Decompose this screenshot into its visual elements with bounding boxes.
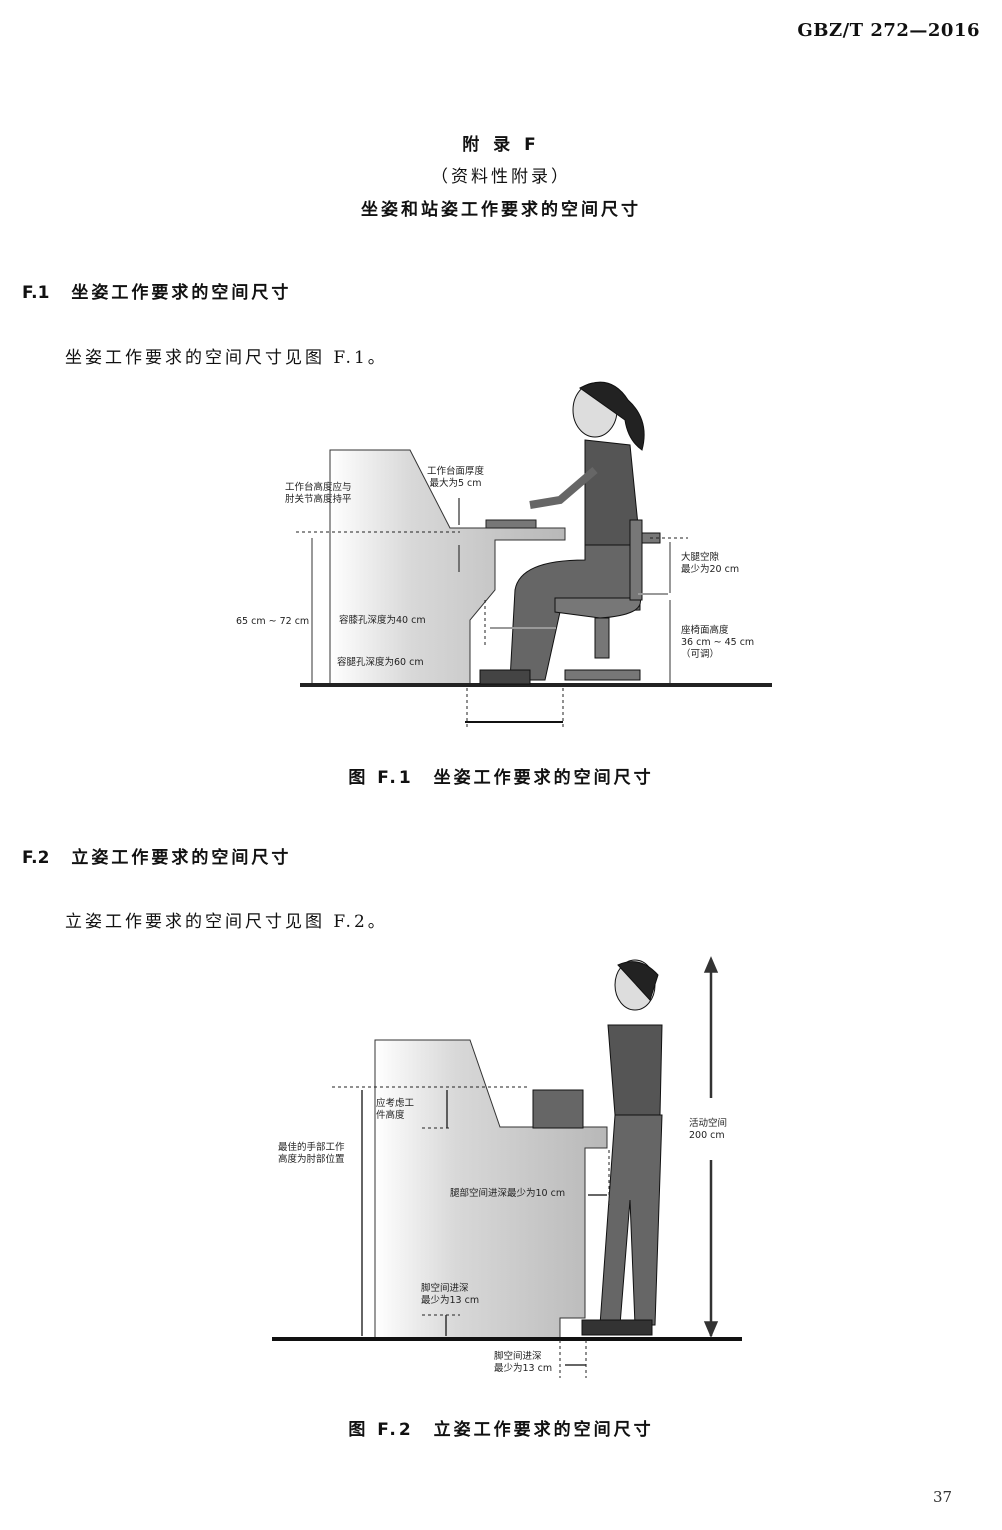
page-number: 37: [933, 1488, 953, 1506]
figure-caption-f2: 图 F.2 立姿工作要求的空间尺寸: [0, 1415, 1002, 1440]
chair: [554, 519, 661, 681]
appendix-heading: 坐姿和站姿工作要求的空间尺寸: [361, 200, 641, 220]
label-line: 最大为5 cm: [429, 478, 482, 489]
label-foot-space-bottom: 脚空间进深最少为13 cm: [494, 1351, 552, 1375]
label-foot-space: 脚空间进深最少为13 cm: [421, 1283, 479, 1307]
caption-number: 图 F.1: [348, 768, 414, 788]
caption-title: 立姿工作要求的空间尺寸: [433, 1420, 654, 1440]
label-line: 工作台面厚度: [427, 466, 485, 477]
workpiece: [532, 1089, 584, 1129]
label-line: 座椅面高度: [681, 625, 729, 636]
label-desk-height: 工作台高度应与肘关节高度持平: [285, 482, 352, 506]
label-line: 最少为20 cm: [681, 564, 740, 575]
label-line: 脚空间进深: [421, 1283, 469, 1294]
tray: [485, 519, 537, 529]
figure-f2-drawing: [272, 956, 742, 1378]
label-top-thickness: 工作台面厚度最大为5 cm: [427, 466, 484, 490]
label-line: 肘关节高度持平: [285, 494, 352, 505]
figure-f1-drawing: [296, 381, 772, 730]
appendix-type: （资料性附录）: [431, 167, 571, 187]
label-height-range: 65 cm ~ 72 cm: [236, 616, 310, 627]
label-line: 脚空间进深: [494, 1351, 542, 1362]
label-line: 工作台高度应与: [285, 482, 352, 493]
figure-caption-f1: 图 F.1 坐姿工作要求的空间尺寸: [0, 763, 1002, 788]
label-line: 件高度: [376, 1110, 405, 1121]
label-workpiece: 应考虑工件高度: [376, 1098, 414, 1122]
label-line: 最少为13 cm: [494, 1363, 553, 1374]
label-thigh-clearance: 大腿空隙最少为20 cm: [681, 552, 739, 576]
label-line: （可调）: [681, 649, 720, 660]
label-line: 大腿空隙: [681, 552, 720, 563]
section-paragraph: 坐姿工作要求的空间尺寸见图 F.1。: [65, 348, 388, 368]
label-line: 活动空间: [689, 1118, 728, 1129]
label-line: 高度为肘部位置: [278, 1154, 345, 1165]
label-line: 最佳的手部工作: [278, 1142, 345, 1153]
section-title: 坐姿工作要求的空间尺寸: [71, 283, 292, 303]
floor-f1: [300, 683, 772, 687]
label-leg-space: 腿部空间进深最少为10 cm: [450, 1188, 566, 1199]
caption-title: 坐姿工作要求的空间尺寸: [433, 768, 654, 788]
appendix-title: 附 录 F: [462, 135, 540, 155]
section-number: F.2: [22, 848, 50, 868]
label-best-height: 最佳的手部工作高度为肘部位置: [278, 1142, 345, 1166]
section-heading-f1: F.1 坐姿工作要求的空间尺寸: [22, 278, 291, 303]
standing-person: [581, 959, 663, 1336]
section-heading-f2: F.2 立姿工作要求的空间尺寸: [22, 843, 291, 868]
label-line: 36 cm ~ 45 cm: [681, 637, 755, 648]
label-line: 200 cm: [689, 1130, 725, 1141]
caption-number: 图 F.2: [348, 1420, 414, 1440]
seated-person: [479, 381, 645, 685]
label-leg-depth: 容腿孔深度为60 cm: [337, 657, 424, 668]
section-paragraph: 立姿工作要求的空间尺寸见图 F.2。: [65, 912, 388, 932]
label-knee-depth: 容膝孔深度为40 cm: [339, 615, 426, 626]
label-line: 应考虑工: [376, 1098, 415, 1109]
label-line: 最少为13 cm: [421, 1295, 480, 1306]
section-number: F.1: [22, 283, 50, 303]
standard-code: GBZ/T 272—2016: [797, 20, 980, 41]
floor-f2: [272, 1337, 742, 1341]
section-title: 立姿工作要求的空间尺寸: [71, 848, 292, 868]
